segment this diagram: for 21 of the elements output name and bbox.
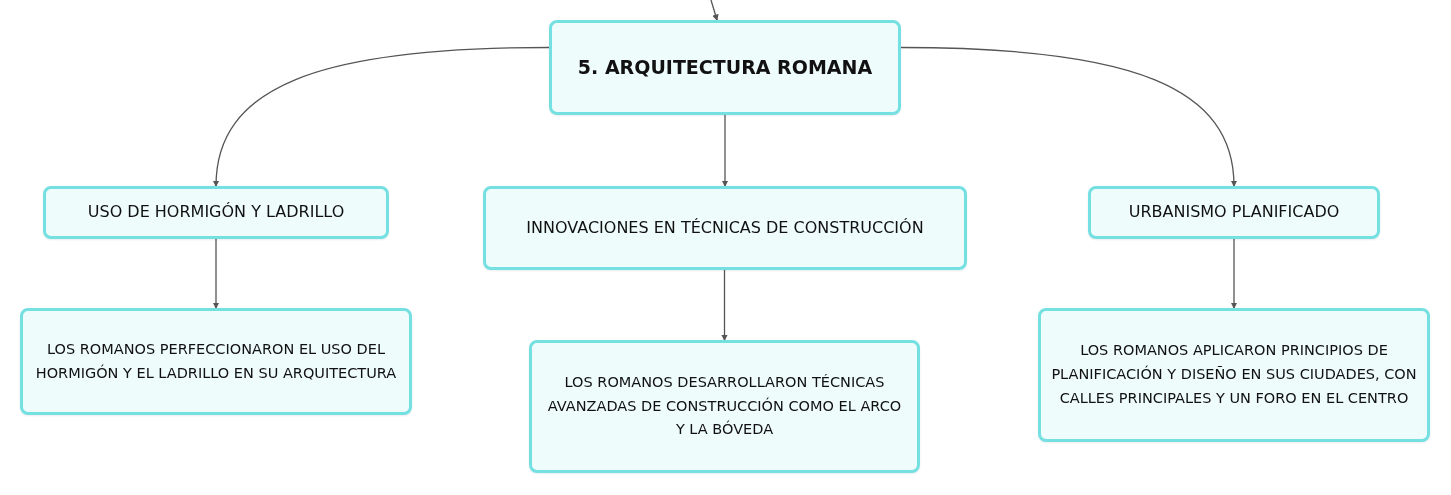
- node-text: LOS ROMANOS APLICARON PRINCIPIOS DE PLANIFICACIÓN Y DISEÑO EN SUS CIUDADES, CON CALLES PRINCIPALES Y UN FORO EN EL CENTRO: [1051, 341, 1417, 408]
- connector-arrow: [1230, 238, 1238, 310]
- subtopic-box: [1088, 186, 1380, 239]
- subtopic-box: [483, 186, 967, 270]
- description-box: [529, 340, 920, 473]
- node-text: INNOVACIONES EN TÉCNICAS DE CONSTRUCCIÓN: [526, 217, 924, 239]
- node-text: URBANISMO PLANIFICADO: [1128, 202, 1340, 223]
- title-text: 5. ARQUITECTURA ROMANA: [577, 55, 873, 80]
- subtopic-box: [43, 186, 389, 239]
- topic-box: [549, 20, 901, 115]
- node-text: LOS ROMANOS PERFECCIONARON EL USO DEL HORMIGÓN Y EL LADRILLO EN SU ARQUITECTURA: [34, 339, 398, 383]
- node-text: LOS ROMANOS DESARROLLARON TÉCNICAS AVANZADAS DE CONSTRUCCIÓN COMO EL ARCO Y LA BÓVEDA: [546, 372, 903, 440]
- connector-arrow: [721, 269, 728, 342]
- node-text: USO DE HORMIGÓN Y LADRILLO: [87, 202, 345, 223]
- connector-arrow: [212, 238, 220, 310]
- connector-arrow: [900, 46, 1237, 188]
- connector-arrow: [710, 0, 719, 22]
- description-box: [1038, 308, 1430, 442]
- connector-arrow: [213, 46, 550, 188]
- description-box: [20, 308, 412, 415]
- connector-arrow: [721, 114, 729, 188]
